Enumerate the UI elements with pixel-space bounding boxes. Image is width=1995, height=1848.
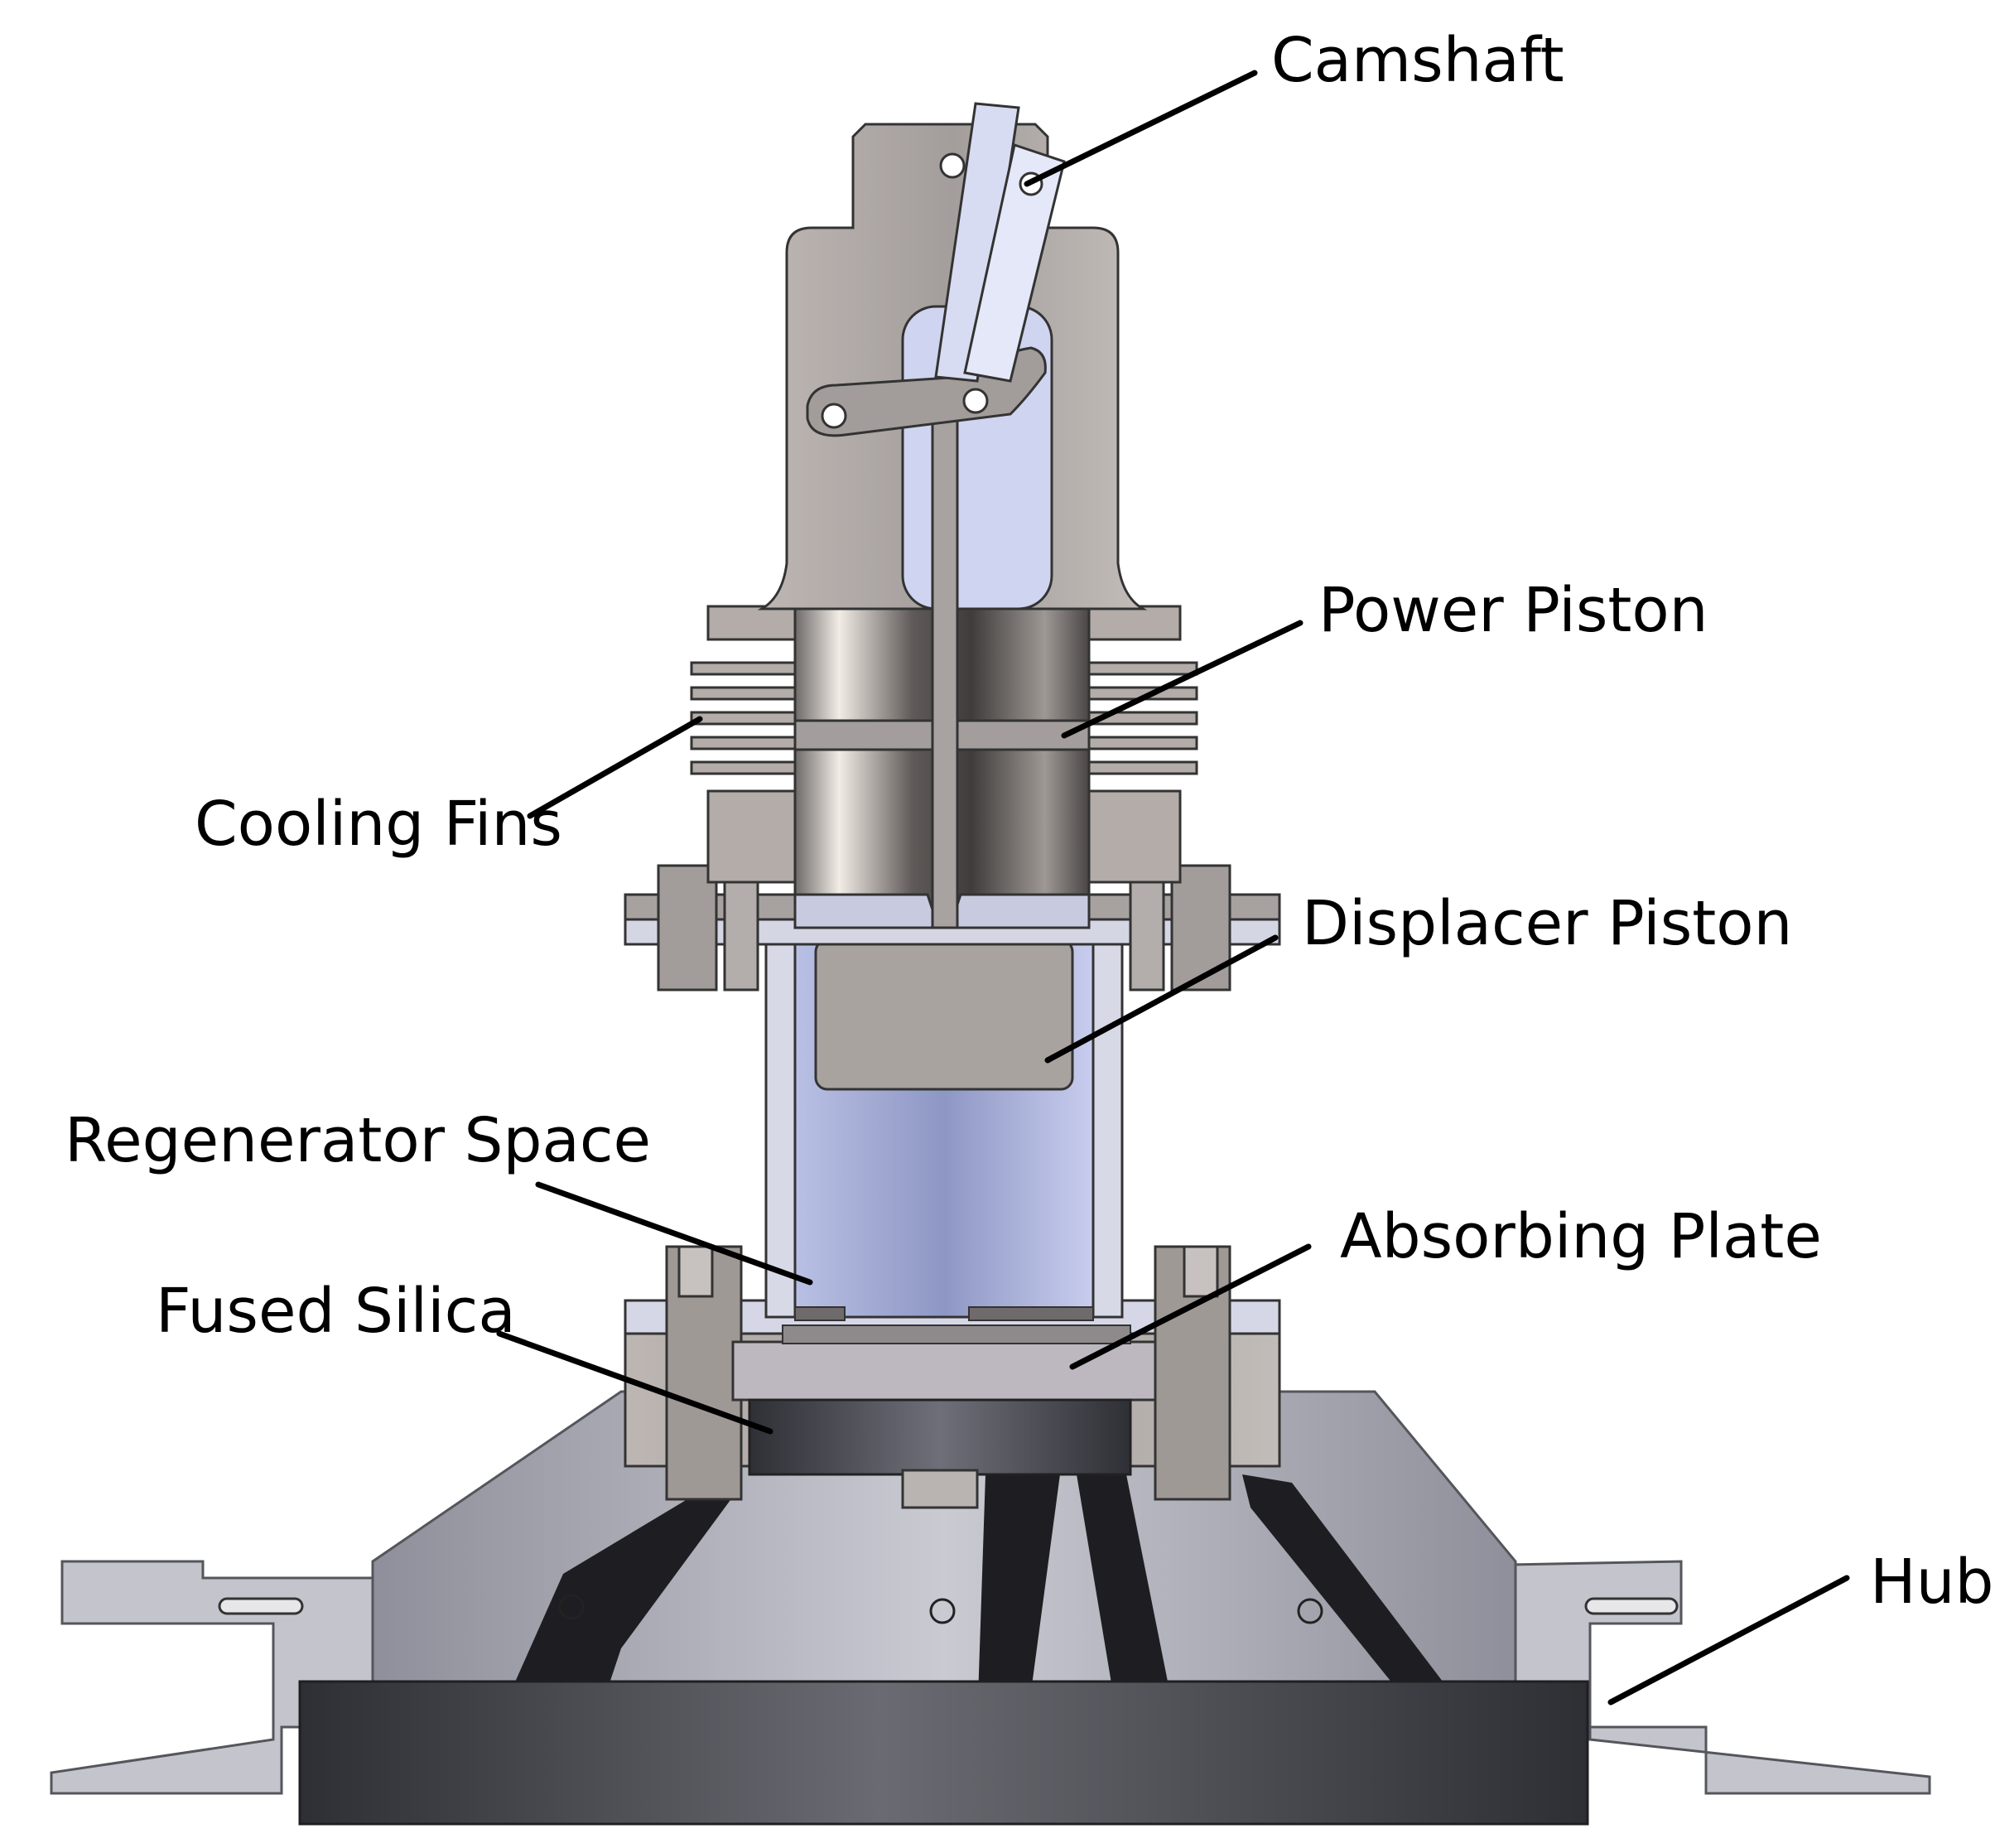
label-absorbing-plate: Absorbing Plate xyxy=(1340,1201,1822,1272)
regenerator-strip-right xyxy=(968,1306,1094,1321)
cooling-fins-left xyxy=(690,605,801,884)
hub-pin-left xyxy=(218,1597,304,1615)
upper-nut-left xyxy=(723,864,759,992)
upper-bolt-left xyxy=(657,864,718,992)
label-fused-silica: Fused Silica xyxy=(156,1276,516,1347)
label-camshaft: Camshaft xyxy=(1271,25,1564,96)
crank-pin-right xyxy=(962,388,989,414)
leader-regenerator-space xyxy=(535,1181,813,1286)
hub-spoke-left xyxy=(497,1474,737,1723)
cooling-fins-right xyxy=(1087,605,1198,884)
hub-hole xyxy=(1297,1598,1323,1624)
power-cylinder-bottom xyxy=(793,893,1091,929)
cylinder-wall-left xyxy=(764,926,797,1319)
connecting-rod xyxy=(931,388,959,929)
absorbing-plate xyxy=(731,1340,1157,1402)
camshaft-pin-back xyxy=(939,152,966,179)
cam-link-back xyxy=(934,102,1020,383)
labels: Camshaft Power Piston Cooling Fins Displ… xyxy=(65,25,1994,1618)
label-hub: Hub xyxy=(1870,1546,1994,1618)
label-regenerator-space: Regenerator Space xyxy=(65,1105,651,1176)
cam-link-front xyxy=(963,143,1066,383)
upper-nut-right xyxy=(1129,864,1165,992)
hub-spoke-center-left xyxy=(977,1474,1060,1723)
label-cooling-fins: Cooling Fins xyxy=(195,789,562,860)
regenerator-strip-left xyxy=(794,1306,846,1321)
leader-displacer-piston xyxy=(1044,934,1279,1064)
lower-bolt-head-right xyxy=(1183,1245,1219,1298)
label-displacer-piston: Displacer Piston xyxy=(1302,888,1792,959)
leader-power-piston xyxy=(1061,620,1303,739)
absorbing-plate-top xyxy=(782,1324,1131,1344)
hub-base-ring-visible xyxy=(298,1680,1589,1826)
fused-silica xyxy=(748,1398,1132,1476)
leader-camshaft xyxy=(1024,70,1258,187)
leader-cooling-fins xyxy=(527,716,703,819)
center-nut xyxy=(901,1469,979,1509)
displacer-piston xyxy=(814,938,1074,1091)
lower-bolt-head-left xyxy=(677,1245,714,1298)
leader-absorbing-plate xyxy=(1069,1243,1312,1370)
hub-spoke-right xyxy=(1242,1474,1474,1723)
leader-lines xyxy=(496,70,1850,1706)
hub-hole xyxy=(929,1598,956,1624)
leader-hub xyxy=(1607,1575,1850,1706)
cylinder-wall-right xyxy=(1091,926,1124,1319)
displacer-cylinder xyxy=(764,926,1124,1321)
hub-pin-right xyxy=(1584,1597,1679,1615)
hub-hole xyxy=(558,1594,585,1620)
upper-housing xyxy=(757,102,1148,929)
upper-bolt-right xyxy=(1170,864,1231,992)
leader-fused-silica xyxy=(496,1330,773,1435)
hub-spoke-center-right xyxy=(1077,1474,1176,1723)
crank-pin-left xyxy=(821,403,847,429)
label-power-piston: Power Piston xyxy=(1318,575,1708,646)
